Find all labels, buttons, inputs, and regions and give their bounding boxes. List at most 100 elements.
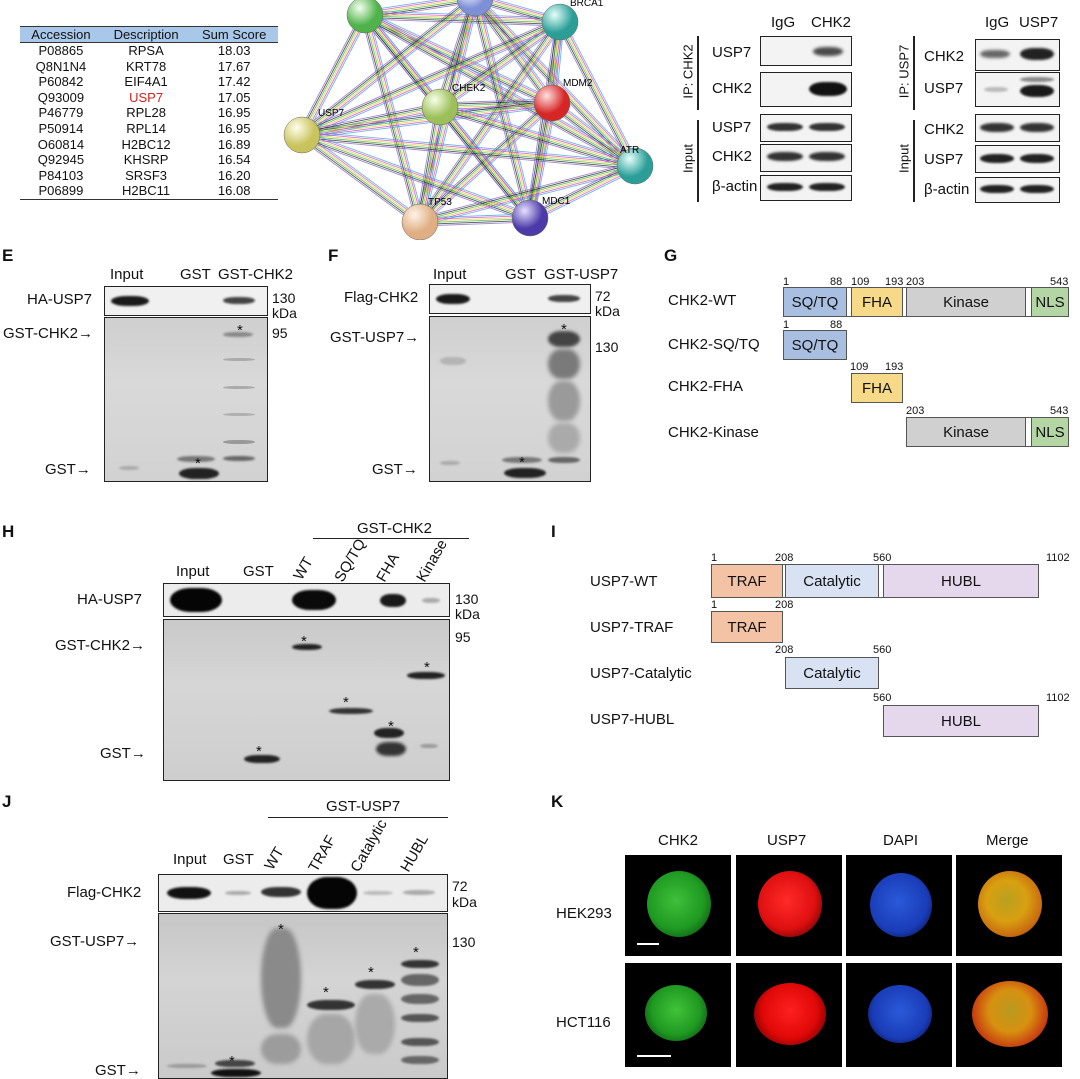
asterisk: * <box>368 964 374 981</box>
marker: 130 <box>272 290 296 306</box>
marker: 130 <box>595 339 619 355</box>
residue-number: 543 <box>1050 276 1069 288</box>
blot-ip-chk2 <box>760 72 852 107</box>
network-edge <box>299 13 364 135</box>
network-edge <box>481 0 639 164</box>
network-edge <box>415 106 437 222</box>
network-edge <box>421 107 443 223</box>
network-edge <box>301 104 440 134</box>
network-edge <box>302 0 475 136</box>
network-edge <box>440 105 636 166</box>
network-edge <box>477 0 636 166</box>
blot-ip-usp7 <box>975 72 1060 107</box>
network-edge <box>420 218 531 224</box>
residue-number: 1 <box>783 319 790 331</box>
network-edge <box>302 133 531 218</box>
network-edge <box>365 12 561 21</box>
residue-number: 203 <box>906 405 925 417</box>
network-edge <box>420 221 531 227</box>
lane-label: IgG <box>771 14 796 31</box>
network-edge <box>420 219 531 225</box>
network-node-green <box>346 0 384 34</box>
network-node-brca1 <box>541 3 579 41</box>
network-node-tp53 <box>401 203 439 241</box>
residue-number: 560 <box>873 644 892 656</box>
network-edge <box>304 0 478 139</box>
micrograph-hct116-usp7 <box>736 963 842 1067</box>
marker: 95 <box>455 629 471 645</box>
domain-fha: FHA <box>851 287 903 317</box>
network-edge <box>563 19 639 165</box>
blot-label: Flag-CHK2 <box>344 289 419 306</box>
domain-hubl: HUBL <box>883 564 1039 598</box>
network-edge <box>365 12 637 165</box>
lane-label: GST <box>243 563 274 580</box>
residue-number: 1102 <box>1046 692 1070 704</box>
blot-label: HA-USP7 <box>27 291 93 308</box>
row-label: USP7 <box>712 44 752 61</box>
network-edge <box>302 22 561 137</box>
marker: 72 <box>595 288 611 304</box>
panel-letter: G <box>664 246 678 265</box>
residue-number: 208 <box>775 644 794 656</box>
row-label: USP7 <box>712 119 752 136</box>
network-edge <box>558 22 635 167</box>
network-edge <box>302 106 553 140</box>
gel-label: GST→ <box>45 461 91 478</box>
network-edge <box>440 104 636 165</box>
network-edge <box>528 163 635 217</box>
marker: 130 <box>452 934 476 950</box>
network-edge <box>364 0 439 12</box>
network-edge <box>438 110 634 171</box>
lane-label: Input <box>173 851 207 868</box>
blot-ha-usp7 <box>104 286 268 316</box>
construct-label: USP7-Catalytic <box>590 665 692 682</box>
row-label: CHK2 <box>924 121 965 138</box>
lane-label: WT <box>290 554 317 583</box>
network-edge <box>300 19 560 134</box>
network-edge <box>366 14 423 222</box>
network-edge <box>302 104 553 138</box>
network-edge <box>298 12 362 134</box>
input-label: Input <box>680 144 696 173</box>
network-edge <box>419 163 635 221</box>
panel-letter: H <box>2 522 15 541</box>
marker: 130 <box>455 591 479 607</box>
marker: 95 <box>272 325 288 341</box>
gel-label: GST-CHK2→ <box>3 325 94 342</box>
residue-number: 109 <box>851 276 870 288</box>
lane-label: Input <box>433 266 467 283</box>
lane-label: Input <box>110 266 144 283</box>
marker: kDa <box>455 606 480 622</box>
blot-input-chk2 <box>760 144 852 172</box>
network-edge <box>302 132 636 165</box>
network-edge <box>364 15 635 168</box>
network-node-atr <box>616 147 654 185</box>
blot-label: Flag-CHK2 <box>67 884 142 901</box>
network-edge <box>435 0 471 106</box>
residue-number: 1 <box>711 552 718 564</box>
network-edge <box>420 167 636 225</box>
gel-label: GST→ <box>372 461 418 478</box>
domain-kinase: Kinase <box>906 417 1026 447</box>
asterisk: * <box>413 944 419 961</box>
network-edge <box>530 103 554 219</box>
lane-label: CHK2 <box>811 14 852 31</box>
network-edge <box>441 102 637 163</box>
network-edge <box>366 11 638 163</box>
group-label: GST-USP7 <box>326 798 401 815</box>
network-edge <box>529 164 635 218</box>
blot-ha-usp7-h <box>163 583 450 617</box>
node-label-atr: ATR <box>620 145 639 156</box>
node-label-brca1: BRCA1 <box>570 0 604 9</box>
network-node-mdc1 <box>511 199 549 237</box>
micrograph-hek293-usp7 <box>736 855 842 956</box>
network-edge <box>302 15 367 136</box>
residue-number: 88 <box>830 276 843 288</box>
micrograph-hct116-dapi <box>846 963 952 1067</box>
network-edge <box>527 102 551 218</box>
network-edge <box>365 13 561 22</box>
